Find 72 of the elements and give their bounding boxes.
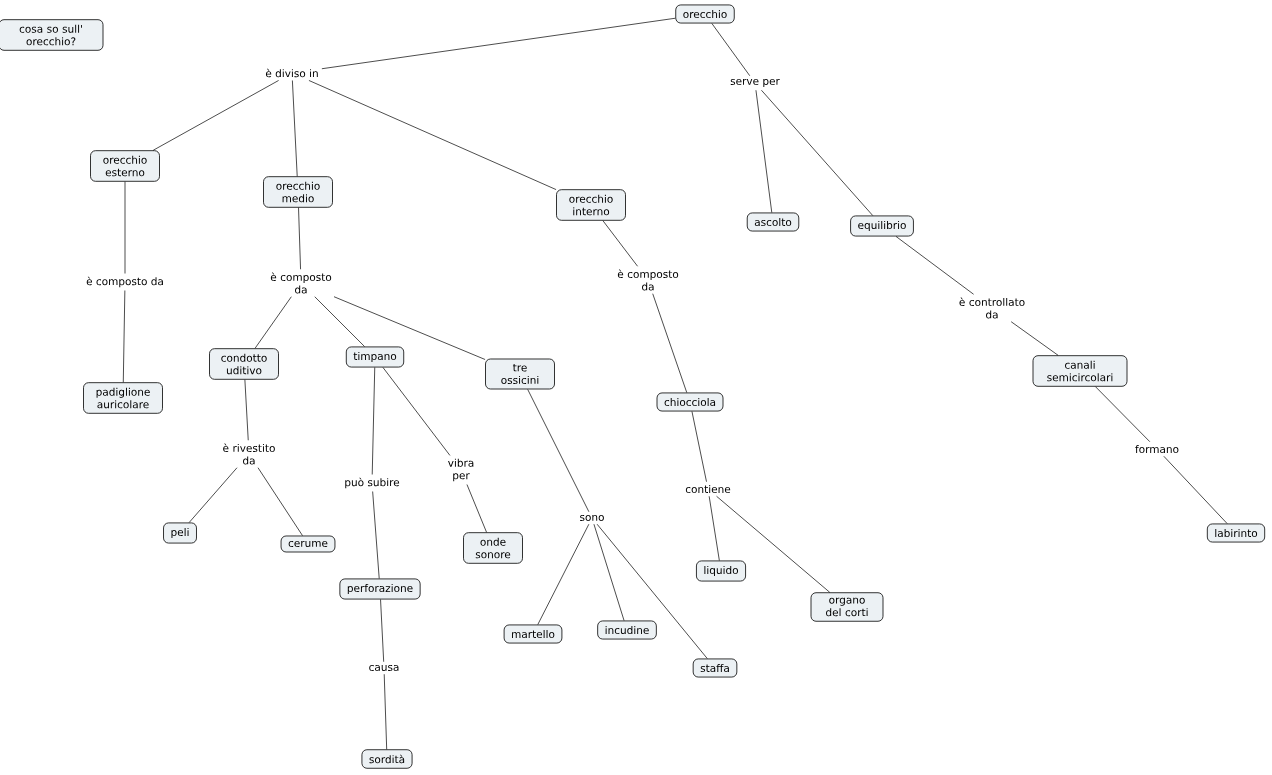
connector-line (382, 367, 451, 456)
concept-box: padiglione auricolare (83, 382, 163, 414)
connector-line (188, 467, 238, 523)
concept-box: perforazione (339, 578, 421, 600)
connector-line (596, 523, 708, 659)
connector-line (321, 17, 676, 70)
concept-box: equilibrio (850, 215, 914, 237)
connector-line (1095, 386, 1151, 443)
connector-line (466, 484, 487, 533)
concept-box: sordità (361, 749, 413, 769)
concept-box: timpano (345, 346, 405, 368)
connector-line (314, 296, 365, 347)
connector-line (244, 379, 249, 441)
concept-box: onde sonore (463, 532, 523, 564)
concept-box: ascolto (746, 212, 800, 232)
concept-box: tre ossicini (485, 358, 555, 390)
connector-line (711, 23, 751, 77)
linking-phrase: è composto da (610, 266, 686, 294)
linking-phrase: è rivestito da (213, 440, 285, 468)
linking-phrase: causa (365, 662, 403, 674)
connector-line (308, 80, 557, 190)
concept-box: orecchio esterno (90, 150, 160, 182)
concept-box: staffa (692, 658, 738, 678)
connector-line (755, 89, 773, 213)
connector-line (122, 290, 126, 383)
connector-line (371, 367, 376, 475)
connector-line (298, 207, 301, 270)
connector-line (527, 389, 590, 513)
linking-phrase: serve per (727, 75, 783, 91)
concept-box: cosa so sull' orecchio? (0, 19, 104, 51)
connector-line (257, 467, 303, 536)
connector-line (708, 495, 720, 561)
connector-line (716, 495, 831, 593)
linking-phrase: è controllato da (949, 294, 1035, 322)
connector-line (380, 599, 385, 663)
linking-phrase: sono (576, 512, 608, 524)
concept-box: cerume (280, 535, 336, 553)
connector-line (254, 296, 292, 349)
concept-box: incudine (597, 620, 657, 640)
connector-line (1163, 455, 1228, 524)
concept-box: organo del corti (810, 592, 884, 622)
connector-line (602, 220, 638, 267)
concept-box: orecchio interno (556, 189, 626, 221)
concept-box: peli (163, 522, 197, 544)
connector-line (537, 523, 590, 625)
connector-line (691, 411, 707, 483)
concept-box: orecchio medio (263, 176, 333, 208)
connector-line (372, 491, 380, 579)
concept-box: labirinto (1206, 523, 1266, 543)
connector-line (152, 80, 279, 151)
linking-phrase: è composto da (83, 273, 167, 291)
connector-line (593, 523, 625, 621)
connector-line (383, 673, 388, 750)
linking-phrase: può subire (341, 474, 403, 492)
linking-phrase: è composto da (263, 269, 339, 297)
connector-line (652, 293, 688, 393)
linking-phrase: è diviso in (262, 65, 322, 81)
connector-line (1010, 321, 1059, 356)
connector-line (761, 89, 874, 216)
connector-line (124, 181, 126, 274)
connector-line (895, 236, 974, 295)
concept-box: liquido (696, 560, 746, 582)
concept-box: canali semicircolari (1032, 355, 1128, 387)
connector-line (292, 80, 298, 177)
concept-box: martello (503, 624, 563, 644)
concept-box: chiocciola (656, 392, 724, 412)
connector-line (333, 296, 486, 360)
linking-phrase: vibra per (440, 455, 482, 485)
concept-box: condotto uditivo (209, 348, 279, 380)
linking-phrase: formano (1132, 441, 1182, 457)
concept-box: orecchio (675, 4, 735, 24)
linking-phrase: contiene (682, 481, 734, 497)
